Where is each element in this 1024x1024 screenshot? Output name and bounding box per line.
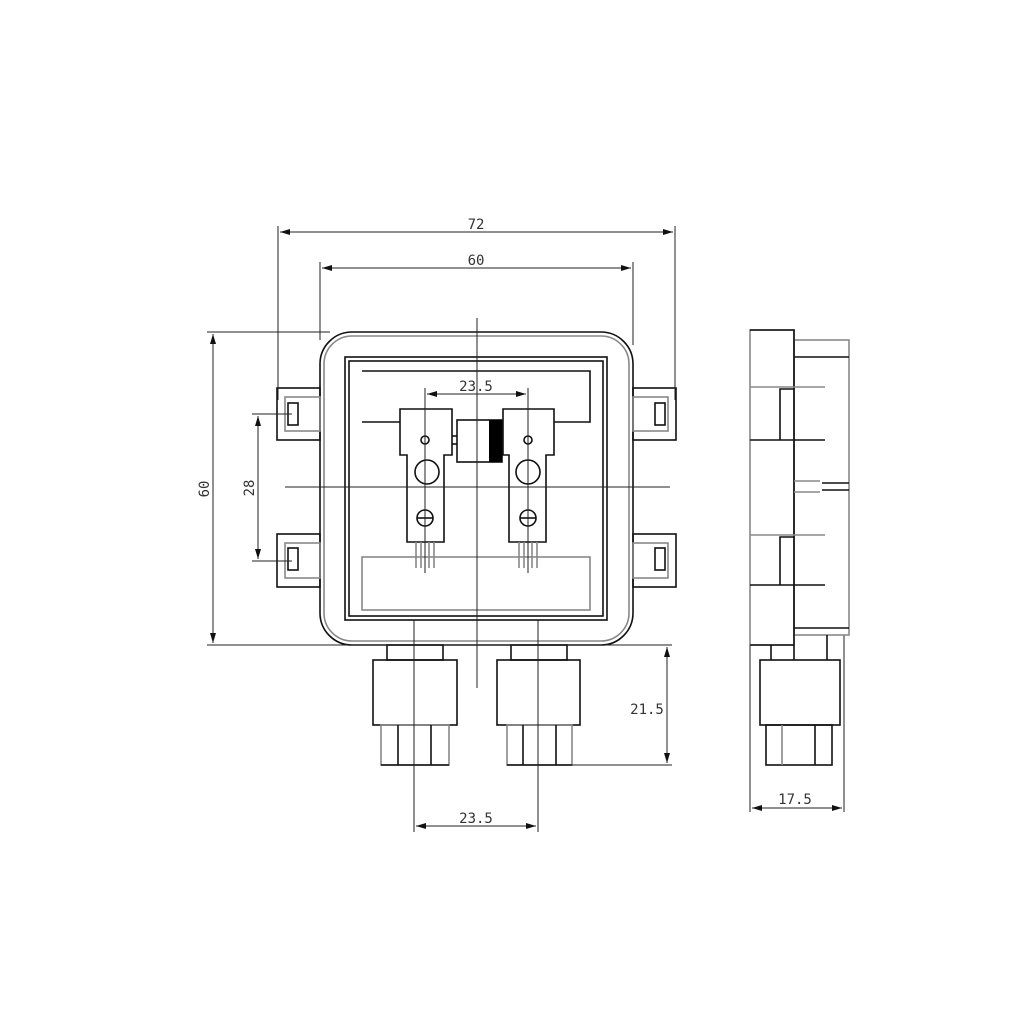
dim-72-label: 72 <box>468 217 485 233</box>
dim-60-width-label: 60 <box>468 253 485 269</box>
dimension-lines <box>207 226 845 832</box>
dim-60-height-label: 60 <box>197 481 213 498</box>
terminal-left <box>399 408 453 568</box>
dim-17-5-label: 17.5 <box>778 792 812 808</box>
lid-frame <box>344 356 608 621</box>
side-view <box>749 329 850 766</box>
cable-gland-left <box>372 644 458 766</box>
bottom-bar <box>361 556 591 611</box>
dim-21-5-label: 21.5 <box>630 702 664 718</box>
dim-terminal-spacing-label: 23.5 <box>459 379 493 395</box>
dim-28-label: 28 <box>242 480 258 497</box>
dim-gland-spacing-label: 23.5 <box>459 811 493 827</box>
bypass-diode <box>452 419 503 463</box>
top-bar <box>362 370 591 423</box>
center-lines <box>285 318 670 688</box>
